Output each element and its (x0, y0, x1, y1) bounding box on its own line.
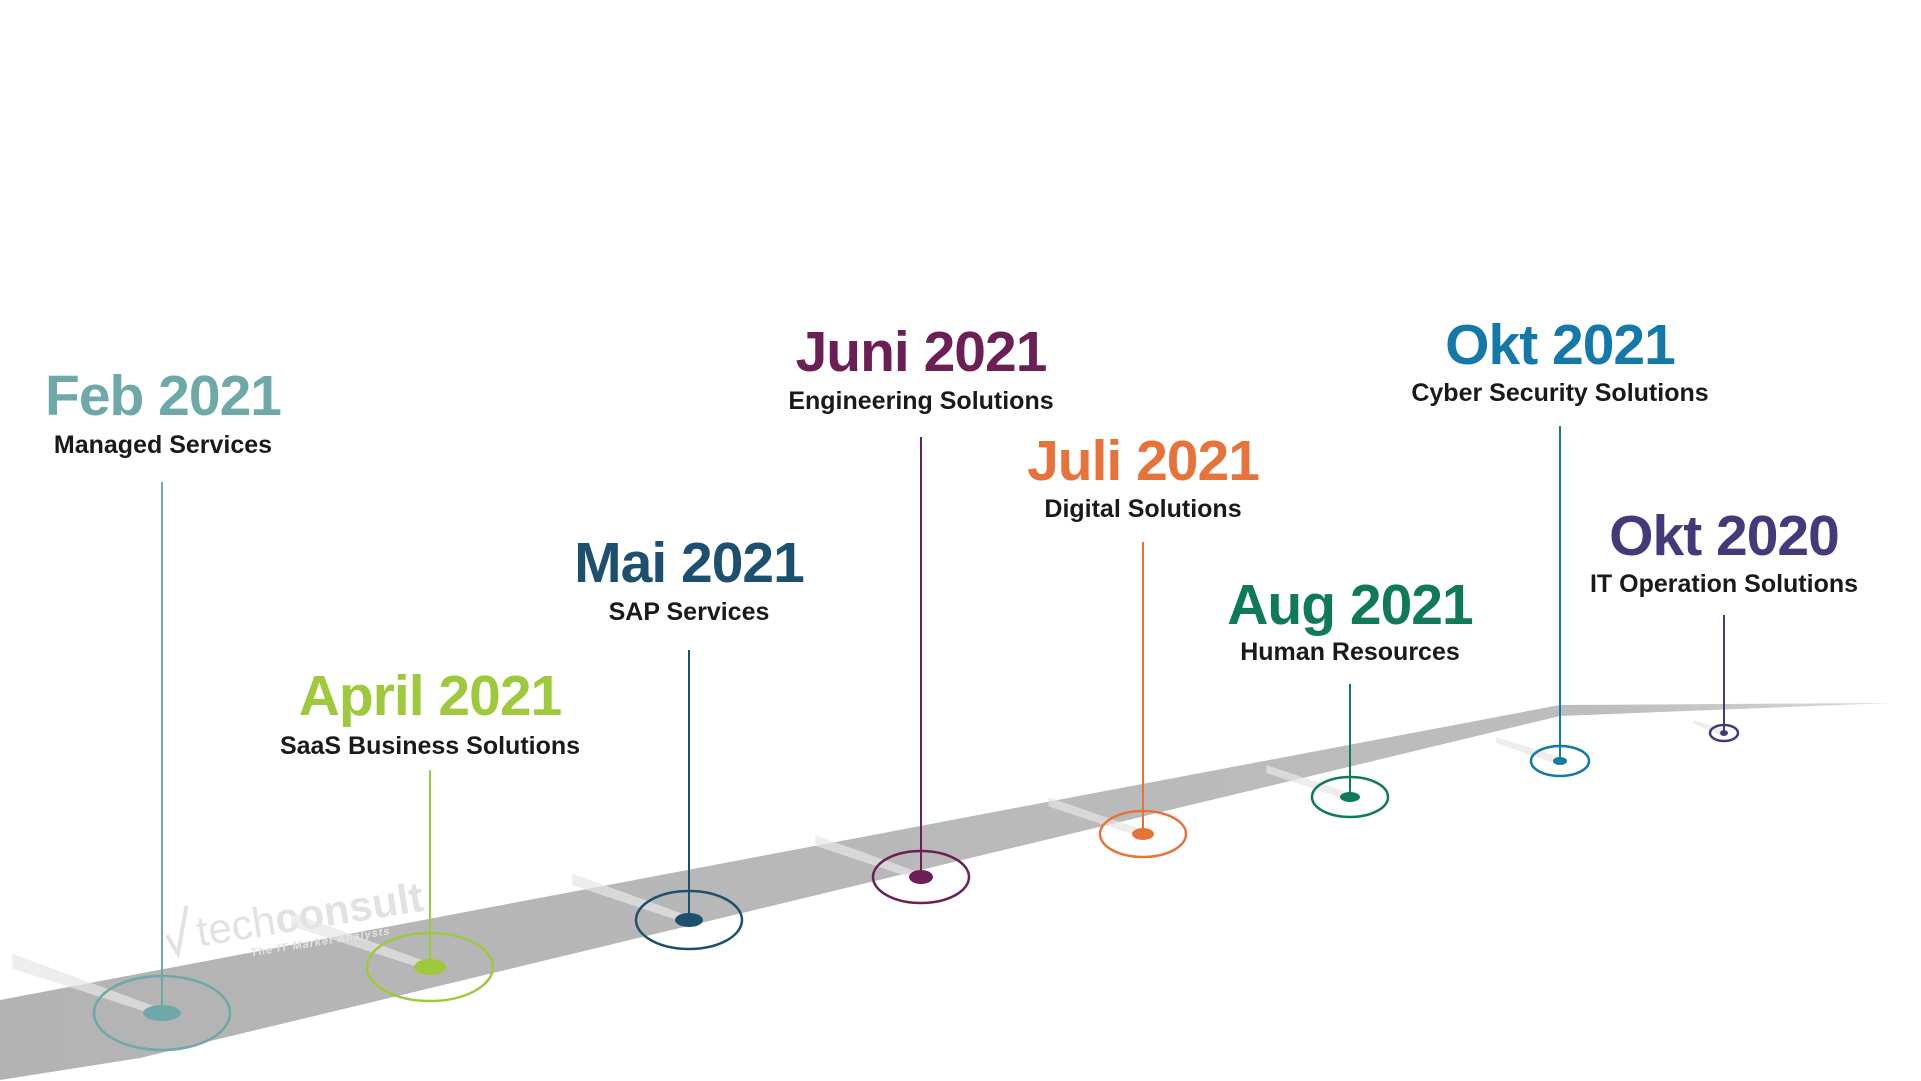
milestone-dot (414, 959, 446, 975)
milestone-date: Feb 2021 (45, 364, 281, 428)
milestone-label: IT Operation Solutions (1590, 570, 1858, 598)
milestone-shadow (1266, 765, 1350, 801)
milestone-date: April 2021 (299, 664, 562, 728)
milestone-dot (1340, 792, 1360, 802)
milestone-ring (634, 889, 744, 951)
milestone-label: SaaS Business Solutions (280, 732, 580, 760)
milestone-ring (92, 974, 232, 1052)
milestone-shadow (1496, 737, 1560, 765)
milestone-date: Juli 2021 (1027, 429, 1259, 493)
milestone-shadow (815, 835, 921, 881)
milestone-ring (365, 931, 495, 1003)
milestone-dot (1132, 828, 1154, 840)
milestone-ring (871, 849, 971, 905)
timeline-road (0, 703, 1890, 1080)
milestone-shadow (291, 912, 430, 971)
milestone-shadow (12, 953, 163, 1017)
milestone-label: Human Resources (1240, 638, 1460, 666)
milestone-ring (1529, 744, 1591, 778)
milestone-date: Okt 2020 (1609, 504, 1839, 568)
milestone-ring (1708, 723, 1740, 743)
milestone-dot (143, 1005, 181, 1021)
milestone-ring (1098, 809, 1188, 859)
milestone-date: Juni 2021 (796, 320, 1047, 384)
milestone-dot (1553, 757, 1567, 765)
milestone-dot (1720, 730, 1728, 736)
milestone-label: Cyber Security Solutions (1411, 379, 1708, 407)
milestone-label: Engineering Solutions (788, 387, 1053, 415)
milestone-shadow (1048, 797, 1143, 838)
milestone-shadow (572, 873, 689, 924)
milestone-label: SAP Services (609, 598, 770, 626)
milestone-date: Mai 2021 (574, 531, 804, 595)
milestone-date: Aug 2021 (1227, 573, 1473, 637)
milestone-ring (1310, 775, 1390, 819)
milestone-label: Managed Services (54, 431, 272, 459)
milestone-dot (675, 913, 703, 927)
milestone-shadow (1693, 720, 1724, 737)
watermark-check-icon (165, 905, 189, 960)
milestone-label: Digital Solutions (1044, 495, 1241, 523)
milestone-dot (909, 870, 933, 884)
milestone-date: Okt 2021 (1445, 313, 1675, 377)
